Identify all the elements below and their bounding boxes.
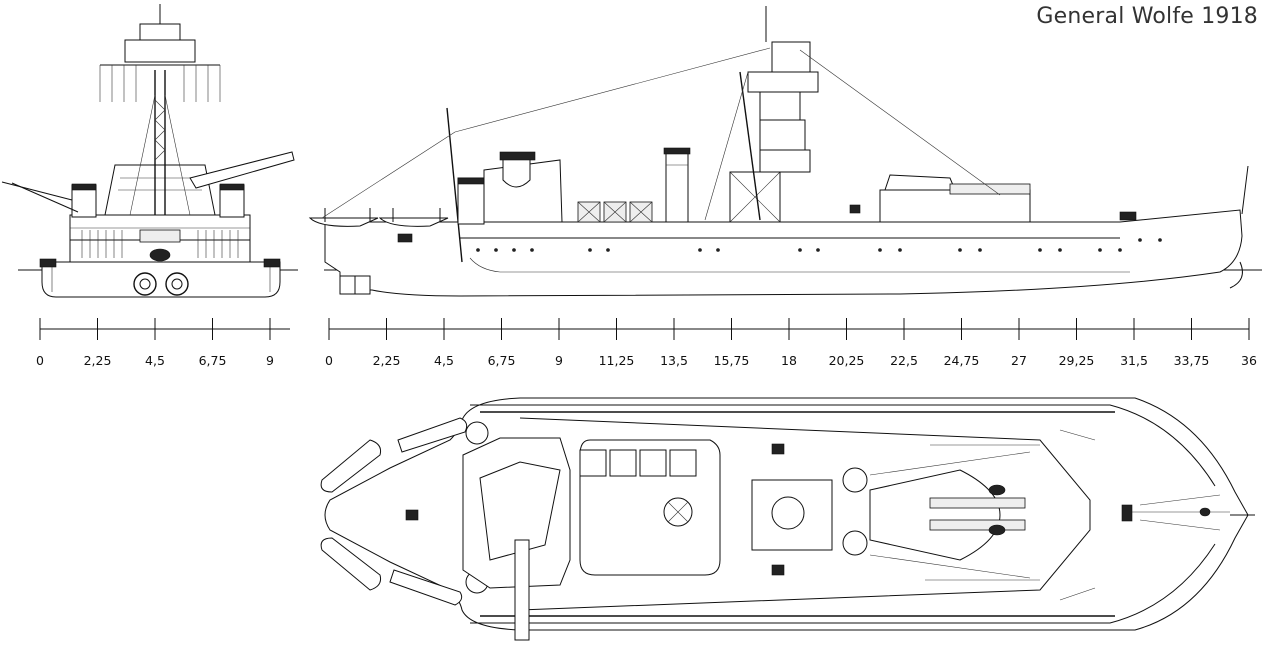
front-scale-tick-label: 9 — [266, 353, 274, 368]
fore-turret-plan — [869, 469, 1001, 561]
side-scale-tick-label: 15,75 — [714, 353, 750, 368]
side-scale-tick-label: 33,75 — [1174, 353, 1210, 368]
side-scale-tick-label: 22,5 — [890, 353, 918, 368]
boats-starboard — [320, 537, 463, 606]
side-scale-tick-label: 0 — [325, 353, 333, 368]
side-scale-tick-label: 29,25 — [1059, 353, 1095, 368]
front-spotting-top — [124, 39, 196, 63]
front-scale-tick-label: 4,5 — [145, 353, 165, 368]
front-scale-tick-label: 6,75 — [199, 353, 227, 368]
side-scale-tick-label: 13,5 — [660, 353, 688, 368]
funnel — [665, 151, 689, 223]
boats-port — [320, 417, 468, 493]
side-scale-tick-label: 9 — [555, 353, 563, 368]
side-scale-tick-label: 27 — [1011, 353, 1027, 368]
aft-turret-plan — [462, 437, 571, 589]
fore-spotting-top — [747, 71, 819, 93]
side-view — [308, 6, 1262, 297]
bridge-plan — [751, 479, 833, 551]
port-propeller-shaft — [133, 272, 157, 296]
fore-turret — [879, 189, 1031, 223]
side-scale-tick-label: 18 — [781, 353, 797, 368]
side-scale-bar — [328, 318, 1250, 340]
starboard-propeller-shaft — [165, 272, 189, 296]
side-scale-tick-label: 20,25 — [829, 353, 865, 368]
main-gun — [189, 151, 295, 189]
front-scale-tick-label: 0 — [36, 353, 44, 368]
front-scale-tick-label: 2,25 — [84, 353, 112, 368]
side-scale-tick-label: 24,75 — [944, 353, 980, 368]
front-view — [1, 4, 298, 298]
stern-boat-2 — [378, 217, 449, 227]
side-scale-tick-label: 31,5 — [1120, 353, 1148, 368]
plan-view — [320, 397, 1255, 641]
side-scale-tick-label: 11,25 — [599, 353, 635, 368]
side-scale-tick-label: 2,25 — [373, 353, 401, 368]
front-scale-bar — [39, 318, 290, 340]
aft-gun-barrel — [514, 539, 530, 641]
front-hull — [41, 261, 281, 298]
side-scale-tick-label: 6,75 — [488, 353, 516, 368]
side-scale-tick-label: 4,5 — [434, 353, 454, 368]
side-scale-tick-label: 36 — [1241, 353, 1257, 368]
stern-boat-1 — [308, 217, 379, 227]
drawing-title: General Wolfe 1918 — [1036, 4, 1258, 29]
side-hull — [324, 209, 1243, 297]
